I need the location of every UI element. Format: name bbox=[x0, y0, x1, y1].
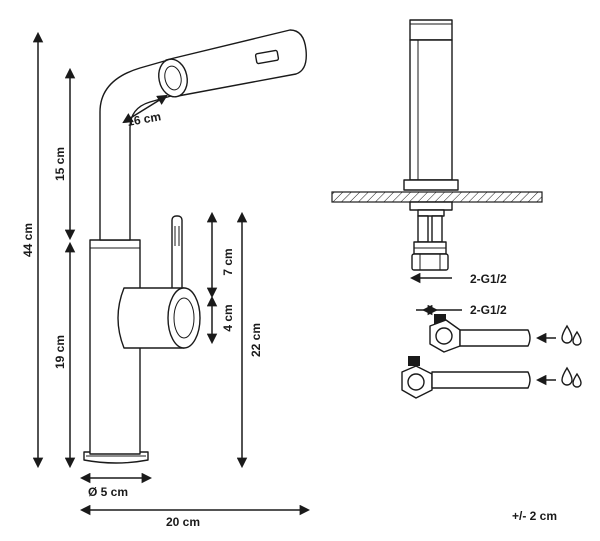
dim-label-handle-height: 7 cm bbox=[221, 248, 235, 275]
dim-label-lower-height: 19 cm bbox=[53, 335, 67, 369]
dim-label-upper-height: 15 cm bbox=[53, 147, 67, 181]
dim-label-lever-height: 22 cm bbox=[249, 323, 263, 357]
faucet-spout bbox=[165, 29, 307, 97]
tolerance-note: +/- 2 cm bbox=[512, 509, 557, 523]
hose-lower bbox=[431, 371, 531, 389]
dim-label-total-reach: 20 cm bbox=[166, 515, 200, 529]
hose-connector bbox=[411, 253, 449, 271]
dim-label-base-diameter: Ø 5 cm bbox=[88, 485, 128, 499]
faucet-lever bbox=[171, 215, 183, 295]
hose-connections bbox=[401, 304, 556, 399]
thread-label-hose: 2-G1/2 bbox=[470, 303, 507, 317]
water-drop-icon bbox=[561, 324, 582, 346]
dim-label-handle-diameter: 4 cm bbox=[221, 304, 235, 331]
faucet-column bbox=[409, 39, 453, 181]
faucet-side-view bbox=[83, 29, 307, 464]
hose-upper bbox=[459, 329, 531, 347]
faucet-handle bbox=[117, 287, 185, 349]
faucet-base bbox=[83, 451, 149, 464]
water-drop-icon bbox=[561, 366, 582, 388]
countertop bbox=[331, 191, 543, 203]
dim-label-spout-length: 16 cm bbox=[126, 109, 162, 129]
thread-label-lower: 2-G1/2 bbox=[470, 272, 507, 286]
dimension-lines bbox=[32, 31, 311, 516]
installation-detail bbox=[331, 19, 543, 284]
dim-label-total-height: 44 cm bbox=[21, 223, 35, 257]
